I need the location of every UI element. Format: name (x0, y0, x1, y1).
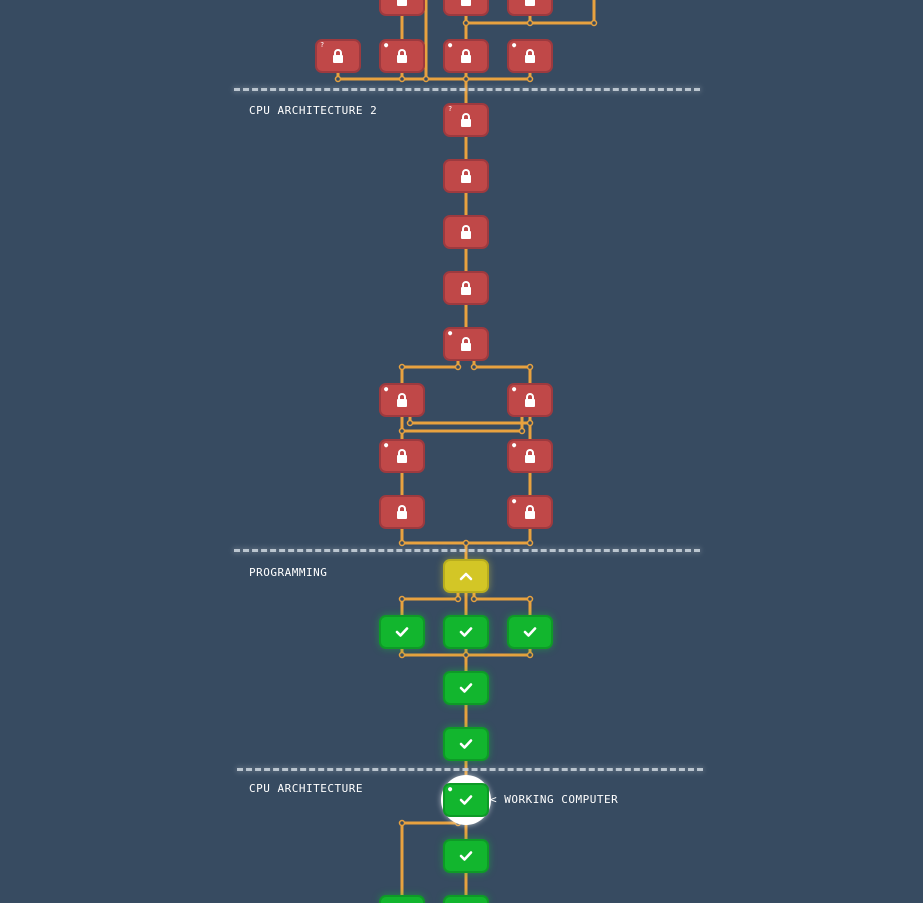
lock-icon (460, 113, 472, 127)
check-icon (459, 794, 473, 806)
check-icon (459, 682, 473, 694)
lock-icon (396, 393, 408, 407)
check-icon (459, 626, 473, 638)
level-node-available[interactable] (443, 559, 489, 593)
lock-icon (396, 0, 408, 6)
level-node-completed[interactable] (443, 895, 489, 903)
section-divider (234, 549, 700, 552)
lock-icon (460, 169, 472, 183)
level-node-locked[interactable]: ● (507, 495, 553, 529)
level-node-locked[interactable]: ● (443, 39, 489, 73)
level-node-completed[interactable] (379, 895, 425, 903)
lock-icon (460, 49, 472, 63)
lock-icon (460, 281, 472, 295)
lock-icon (396, 449, 408, 463)
check-icon (459, 850, 473, 862)
level-node-locked[interactable]: ? (443, 103, 489, 137)
level-node-completed[interactable] (443, 839, 489, 873)
section-label-cpu-architecture-2: CPU ARCHITECTURE 2 (249, 104, 378, 117)
lock-icon (524, 449, 536, 463)
level-node-locked[interactable] (443, 271, 489, 305)
level-node-locked[interactable] (443, 215, 489, 249)
lock-icon (460, 0, 472, 6)
lock-icon (396, 505, 408, 519)
lock-icon (332, 49, 344, 63)
chevron-up-icon (459, 571, 473, 581)
check-icon (459, 738, 473, 750)
lock-icon (524, 505, 536, 519)
level-node-locked[interactable] (379, 0, 425, 16)
dot-marker: ● (512, 441, 517, 449)
level-node-completed[interactable] (507, 615, 553, 649)
dot-marker: ● (448, 785, 453, 793)
lock-icon (524, 0, 536, 6)
lock-icon (460, 225, 472, 239)
level-node-current[interactable]: ● (443, 783, 489, 817)
dot-marker: ● (448, 41, 453, 49)
level-node-locked[interactable] (507, 0, 553, 16)
lock-icon (460, 337, 472, 351)
section-divider (237, 768, 703, 771)
level-node-locked[interactable]: ● (507, 439, 553, 473)
lock-icon (524, 393, 536, 407)
section-label-cpu-architecture: CPU ARCHITECTURE (249, 782, 363, 795)
dot-marker: ● (512, 41, 517, 49)
dot-marker: ● (384, 385, 389, 393)
check-icon (395, 626, 409, 638)
level-node-locked[interactable]: ● (507, 383, 553, 417)
check-icon (523, 626, 537, 638)
unknown-marker: ? (320, 41, 325, 49)
level-node-locked[interactable]: ● (507, 39, 553, 73)
level-node-completed[interactable] (443, 671, 489, 705)
level-node-locked[interactable]: ● (379, 383, 425, 417)
level-node-locked[interactable]: ● (443, 327, 489, 361)
dot-marker: ● (448, 329, 453, 337)
dot-marker: ● (512, 497, 517, 505)
level-node-locked[interactable] (443, 0, 489, 16)
level-node-locked[interactable] (379, 495, 425, 529)
lock-icon (396, 49, 408, 63)
unknown-marker: ? (448, 105, 453, 113)
level-node-locked[interactable]: ● (379, 439, 425, 473)
level-node-locked[interactable]: ● (379, 39, 425, 73)
level-node-completed[interactable] (379, 615, 425, 649)
level-node-locked[interactable] (443, 159, 489, 193)
lock-icon (524, 49, 536, 63)
dot-marker: ● (512, 385, 517, 393)
dot-marker: ● (384, 441, 389, 449)
level-node-locked[interactable]: ? (315, 39, 361, 73)
level-node-completed[interactable] (443, 727, 489, 761)
section-label-programming: PROGRAMMING (249, 566, 328, 579)
dot-marker: ● (384, 41, 389, 49)
level-node-completed[interactable] (443, 615, 489, 649)
current-level-label: < WORKING COMPUTER (490, 793, 619, 806)
section-divider (234, 88, 700, 91)
